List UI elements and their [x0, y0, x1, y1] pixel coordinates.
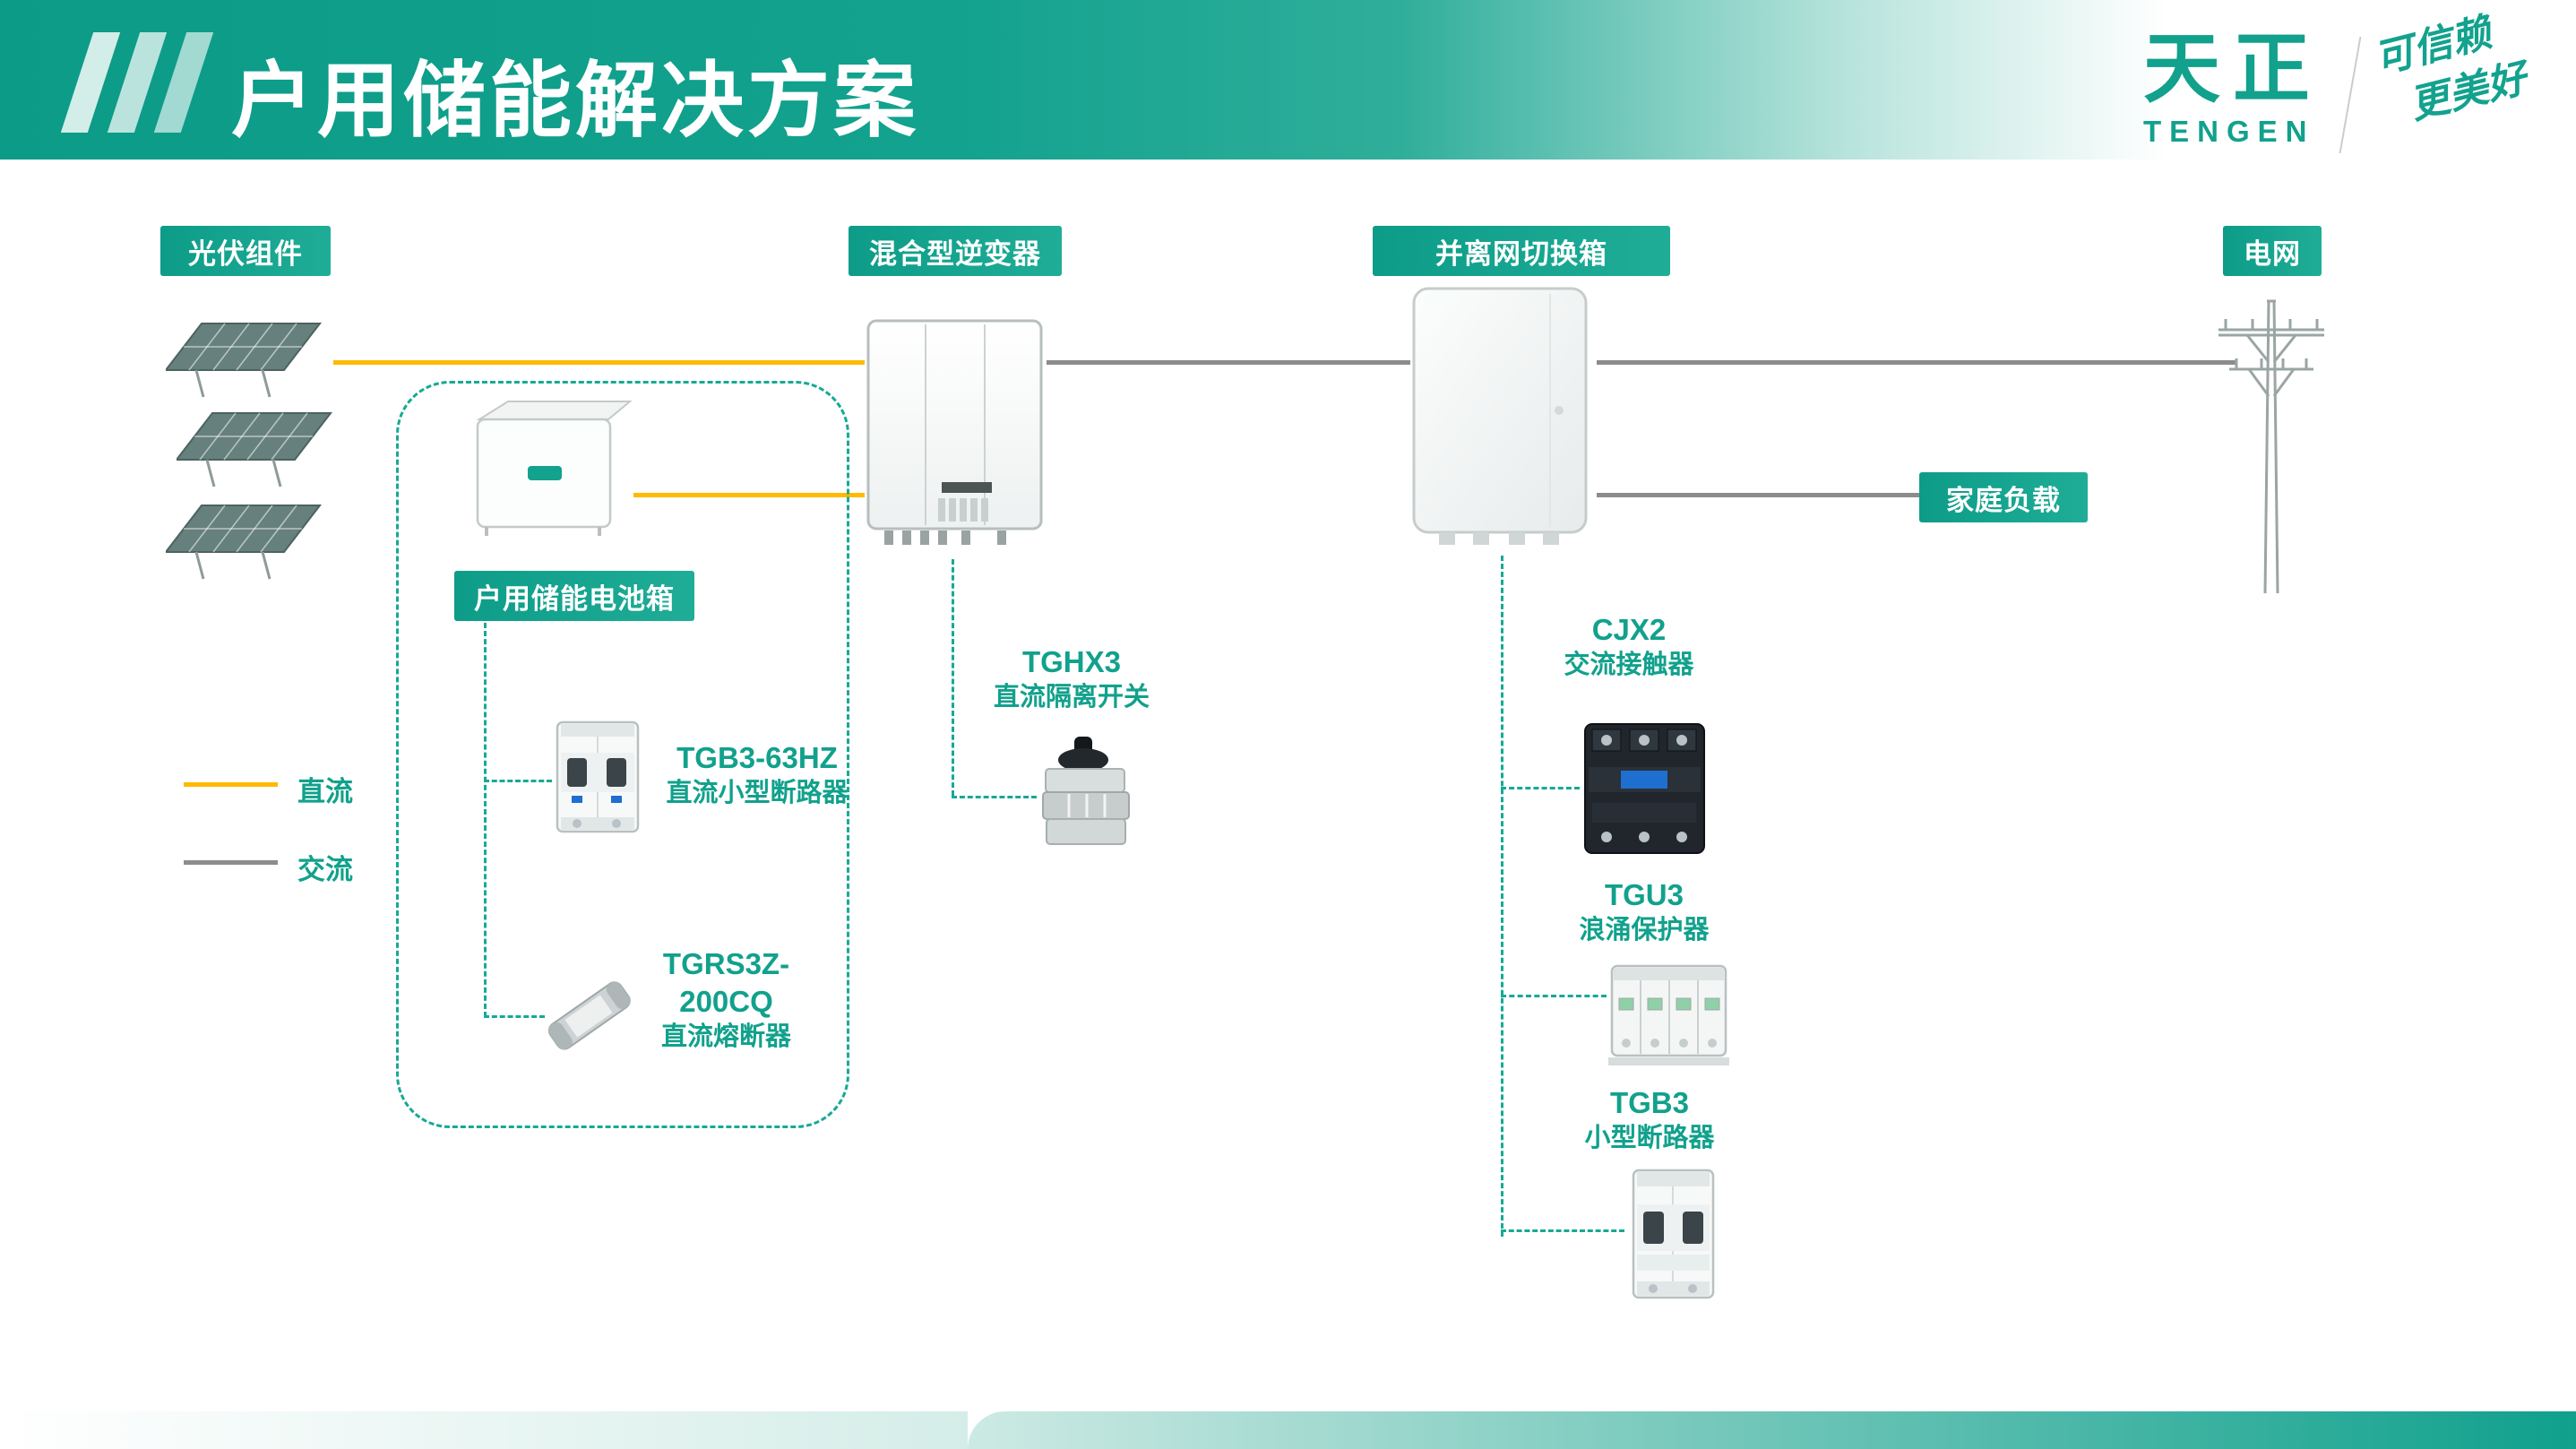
ac-contactor-label: CJX2 交流接触器 [1539, 611, 1719, 682]
solar-panel-icon [177, 412, 333, 487]
bottom-band-faint [0, 1411, 968, 1449]
header-band [0, 0, 2258, 160]
utility-pole-icon [2218, 299, 2324, 594]
ac-contactor-name: 交流接触器 [1564, 651, 1694, 680]
solar-panel-icon [166, 323, 323, 398]
dc-breaker-model: TGB3-63HZ [676, 741, 838, 774]
mini-circuit-breaker-icon [1632, 1169, 1715, 1299]
dc-isolator-switch-icon [1042, 737, 1130, 845]
dc-breaker-name: 直流小型断路器 [666, 779, 849, 808]
dc-fuse-model: TGRS3Z-200CQ [662, 947, 790, 1019]
legend-dc-label: 直流 [297, 776, 353, 807]
dc-fuse-icon [547, 981, 631, 1050]
tag-pv-modules: 光伏组件 [160, 226, 331, 276]
dc-fuse-label: TGRS3Z-200CQ 直流熔断器 [616, 945, 836, 1055]
brand-divider [2339, 36, 2362, 154]
dc-line-pv-to-inverter [333, 360, 865, 365]
ac-line-inverter-to-switchbox [1047, 360, 1410, 365]
dashed-branch-to-dc-isolator [952, 796, 1037, 798]
tag-battery-box: 户用储能电池箱 [454, 571, 694, 621]
dc-mini-circuit-breaker-icon [556, 720, 640, 833]
dashed-branch-to-mcb [1501, 1229, 1624, 1232]
dashed-branch-to-dc-fuse [484, 1015, 545, 1018]
dc-isolator-label: TGHX3 直流隔离开关 [982, 643, 1161, 714]
bottom-band [968, 1411, 2576, 1449]
solar-panel-icon [166, 505, 323, 580]
tag-grid-switch-box: 并离网切换箱 [1373, 226, 1670, 276]
dashed-branch-to-contactor [1501, 787, 1580, 789]
dashed-line-switchbox-down [1501, 556, 1503, 1237]
mcb-model: TGB3 [1609, 1086, 1689, 1119]
ac-line-switchbox-to-home-load [1597, 493, 1919, 497]
battery-box-icon [476, 401, 633, 536]
spd-model: TGU3 [1604, 878, 1684, 911]
grid-switch-box-icon [1412, 287, 1588, 545]
surge-protector-icon [1608, 964, 1729, 1065]
ac-contactor-icon [1584, 723, 1705, 854]
spd-label: TGU3 浪涌保护器 [1555, 876, 1734, 947]
mcb-label: TGB3 小型断路器 [1560, 1084, 1739, 1155]
spd-name: 浪涌保护器 [1579, 916, 1710, 945]
dashed-branch-to-dc-breaker [484, 780, 552, 782]
tag-power-grid: 电网 [2223, 226, 2322, 276]
dc-isolator-model: TGHX3 [1021, 645, 1122, 678]
dc-fuse-name: 直流熔断器 [660, 1022, 791, 1052]
tag-hybrid-inverter: 混合型逆变器 [849, 226, 1062, 276]
brand-logo: 天正 TENGEN [2143, 30, 2322, 149]
battery-system-dashed-border [396, 381, 849, 1128]
page-title: 户用储能解决方案 [231, 56, 920, 147]
legend-ac-line [184, 860, 278, 865]
ac-line-switchbox-to-grid [1597, 360, 2236, 365]
hybrid-inverter-icon [866, 319, 1043, 545]
brand-name-cn: 天正 [2143, 26, 2322, 112]
brand-slogan: 可信赖 更美好 [2369, 1, 2532, 138]
mcb-name: 小型断路器 [1584, 1124, 1715, 1153]
tag-home-load: 家庭负载 [1919, 472, 2088, 522]
dc-isolator-name: 直流隔离开关 [993, 683, 1150, 712]
brand-name-en: TENGEN [2143, 115, 2315, 148]
dashed-line-inverter-down [952, 559, 954, 796]
legend-ac-label: 交流 [297, 854, 353, 885]
ac-contactor-model: CJX2 [1591, 613, 1667, 646]
dc-line-battery-to-inverter [633, 493, 865, 497]
legend-dc-line [184, 782, 278, 787]
dc-breaker-label: TGB3-63HZ 直流小型断路器 [654, 739, 860, 810]
dashed-line-battery-label-down [484, 623, 487, 1017]
dashed-branch-to-spd [1501, 995, 1607, 997]
header-stripes-icon [60, 32, 214, 133]
